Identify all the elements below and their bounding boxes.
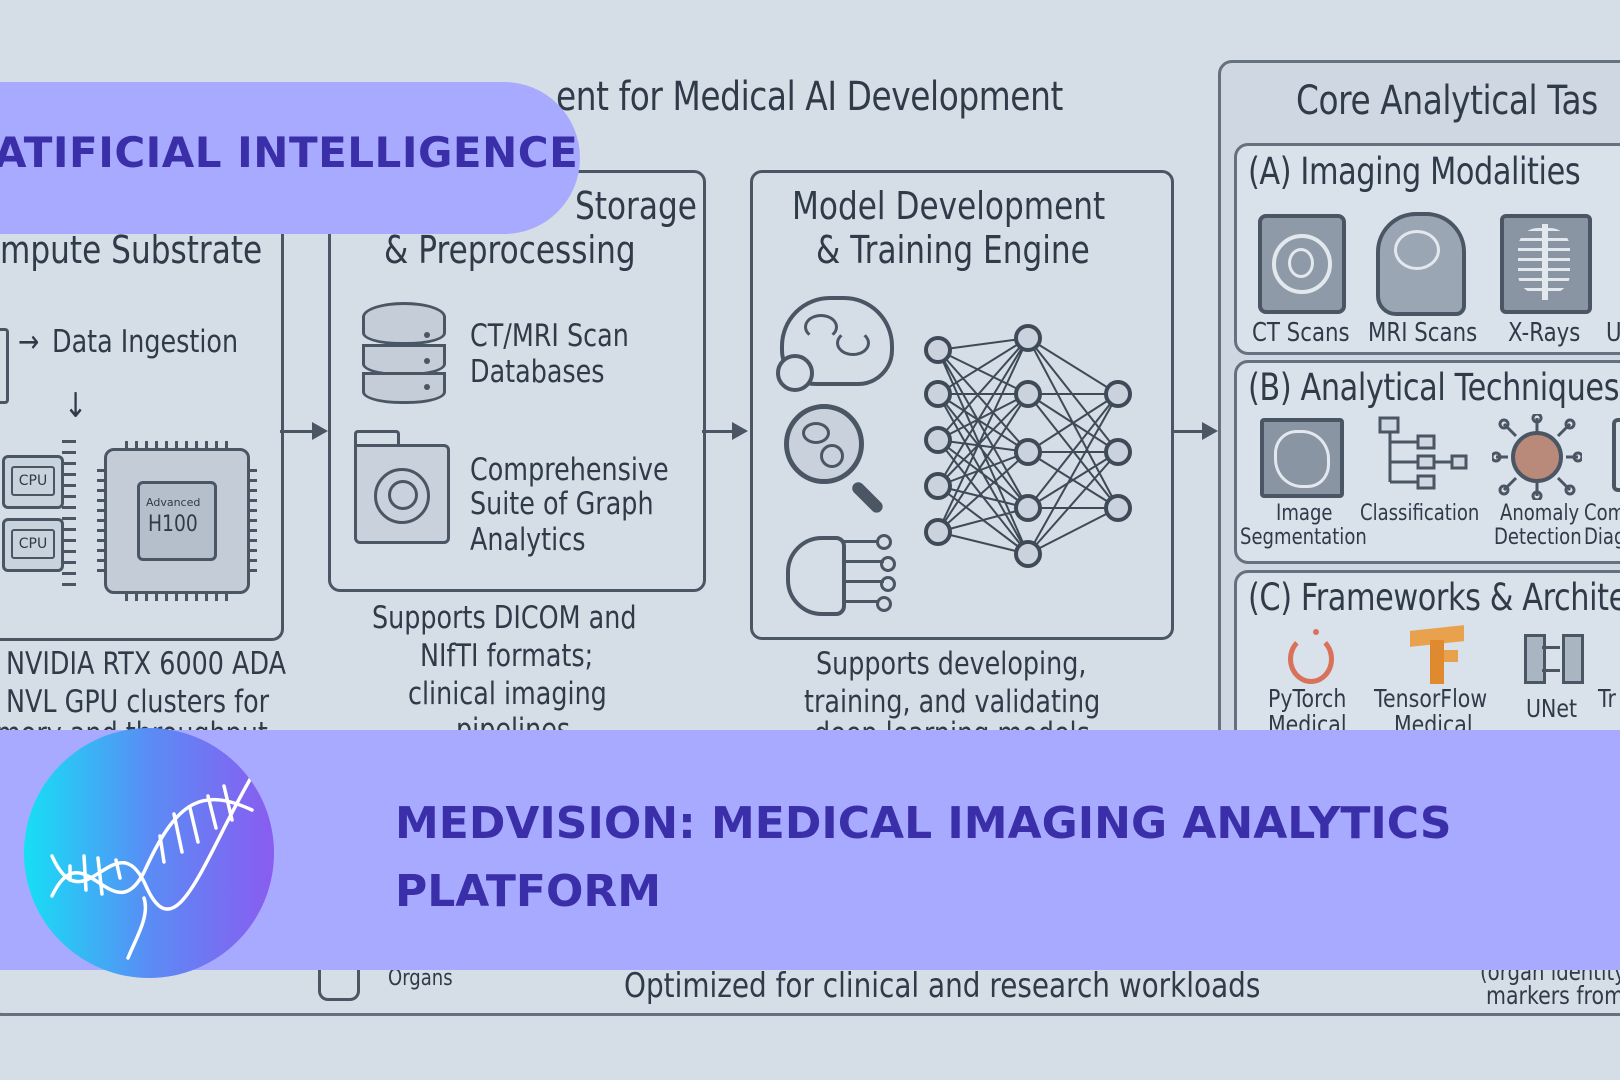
framework-tensorflow-label-1: TensorFlow bbox=[1374, 684, 1488, 713]
framework-transformer-label: Tr bbox=[1598, 684, 1616, 713]
classification-tree-icon bbox=[1378, 416, 1468, 490]
frameworks-title: (C) Frameworks & Archite bbox=[1248, 576, 1620, 619]
model-title-line1: Model Development bbox=[792, 184, 1106, 228]
flow-arrow-icon bbox=[702, 430, 738, 433]
model-note-line2: training, and validating bbox=[804, 684, 1101, 720]
modality-ultrasound-label: U bbox=[1606, 316, 1620, 350]
down-arrow-icon: ↓ bbox=[64, 386, 88, 426]
segmentation-icon bbox=[1260, 418, 1344, 498]
storage-note-line2: NIfTI formats; bbox=[420, 638, 594, 674]
anomaly-detection-icon bbox=[1492, 414, 1582, 500]
analytical-techniques-title: (B) Analytical Techniques bbox=[1248, 366, 1620, 409]
bottom-caption: Optimized for clinical and research work… bbox=[624, 966, 1261, 1006]
ingestion-device-icon bbox=[0, 328, 9, 404]
imaging-modalities-title: (A) Imaging Modalities bbox=[1248, 150, 1581, 193]
gpu-chip-sublabel: Advanced bbox=[146, 496, 201, 509]
compute-substrate-title: mpute Substrate bbox=[0, 228, 263, 272]
flow-arrow-icon bbox=[280, 430, 318, 433]
headline-title: MEDVISION: MEDICAL IMAGING ANALYTICS PLA… bbox=[395, 798, 1452, 917]
modality-ct-label: CT Scans bbox=[1252, 318, 1350, 348]
diagnosis-icon bbox=[1612, 418, 1620, 492]
flow-arrowhead-icon bbox=[732, 422, 748, 440]
gpu-chip-label: H100 bbox=[148, 512, 198, 537]
modality-xray-label: X-Rays bbox=[1508, 318, 1581, 348]
technique-diagnosis-label-1: Com bbox=[1584, 501, 1620, 526]
model-note-line1: Supports developing, bbox=[816, 646, 1087, 682]
cpu-pins-icon bbox=[62, 440, 76, 588]
gpu-chip-icon: Advanced H100 bbox=[97, 441, 257, 601]
storage-item1-line2: Databases bbox=[470, 354, 605, 390]
mri-head-icon bbox=[1376, 212, 1466, 316]
storage-note-line1: Supports DICOM and bbox=[372, 600, 637, 636]
technique-segmentation-label-1: Image bbox=[1276, 501, 1333, 526]
microscope-search-icon bbox=[784, 404, 894, 516]
xray-chest-icon bbox=[1500, 214, 1592, 314]
core-panel-title: Core Analytical Tas bbox=[1296, 78, 1598, 124]
data-ingestion-label: Data Ingestion bbox=[52, 324, 239, 360]
folder-brain-icon bbox=[354, 430, 450, 544]
cpu-chip-icon: CPU bbox=[2, 455, 64, 509]
technique-segmentation-label-2: Segmentation bbox=[1240, 525, 1367, 550]
framework-pytorch-label-1: PyTorch bbox=[1268, 684, 1347, 713]
unet-logo-icon bbox=[1524, 634, 1584, 684]
cpu-chip-icon: CPU bbox=[2, 518, 64, 572]
flow-arrowhead-icon bbox=[312, 422, 328, 440]
tensorflow-logo-icon bbox=[1410, 625, 1464, 684]
storage-item2-line1: Comprehensive bbox=[470, 452, 669, 488]
technique-anomaly-label-1: Anomaly bbox=[1500, 501, 1580, 526]
bottom-right-line2: markers from bbox=[1486, 981, 1620, 1010]
cpu-label: CPU bbox=[11, 466, 55, 496]
dna-helix-icon bbox=[50, 774, 254, 960]
model-title-line2: & Training Engine bbox=[816, 228, 1090, 272]
database-icon bbox=[362, 302, 446, 404]
model-training-box bbox=[750, 170, 1174, 640]
compute-note-line1: NVIDIA RTX 6000 ADA bbox=[6, 646, 286, 682]
storage-note-line3: clinical imaging bbox=[408, 676, 607, 712]
dna-badge bbox=[24, 728, 274, 978]
brain-icon bbox=[776, 296, 894, 392]
storage-title-line1: Storage bbox=[575, 184, 697, 228]
pytorch-logo-icon bbox=[1288, 629, 1334, 684]
storage-item2-line3: Analytics bbox=[470, 522, 586, 558]
framework-unet-label: UNet bbox=[1526, 694, 1577, 723]
data-ingestion-arrow-icon: → bbox=[18, 324, 40, 360]
technique-diagnosis-label-2: Diag bbox=[1584, 525, 1620, 550]
storage-item1-line1: CT/MRI Scan bbox=[470, 318, 629, 354]
diagram-title: ent for Medical AI Development bbox=[556, 74, 1063, 120]
neural-network-icon bbox=[924, 324, 1132, 568]
compute-note-line2: NVL GPU clusters for bbox=[6, 684, 270, 720]
human-figure-icon bbox=[318, 968, 360, 1001]
modality-mri-label: MRI Scans bbox=[1368, 318, 1478, 348]
storage-title-line2: & Preprocessing bbox=[384, 228, 636, 272]
storage-item2-line2: Suite of Graph bbox=[470, 486, 654, 522]
flow-arrowhead-icon bbox=[1202, 422, 1218, 440]
ai-brain-circuit-icon bbox=[786, 528, 896, 618]
technique-anomaly-label-2: Detection bbox=[1494, 525, 1582, 550]
technique-classification-label: Classification bbox=[1360, 501, 1480, 526]
bottom-organs-label: Organs bbox=[388, 966, 453, 991]
ct-scan-icon bbox=[1258, 214, 1346, 314]
category-label: ATIFICIAL INTELLIGENCE bbox=[0, 128, 579, 177]
flow-arrow-icon bbox=[1172, 430, 1208, 433]
cpu-label: CPU bbox=[11, 529, 55, 559]
category-pill bbox=[0, 82, 580, 234]
